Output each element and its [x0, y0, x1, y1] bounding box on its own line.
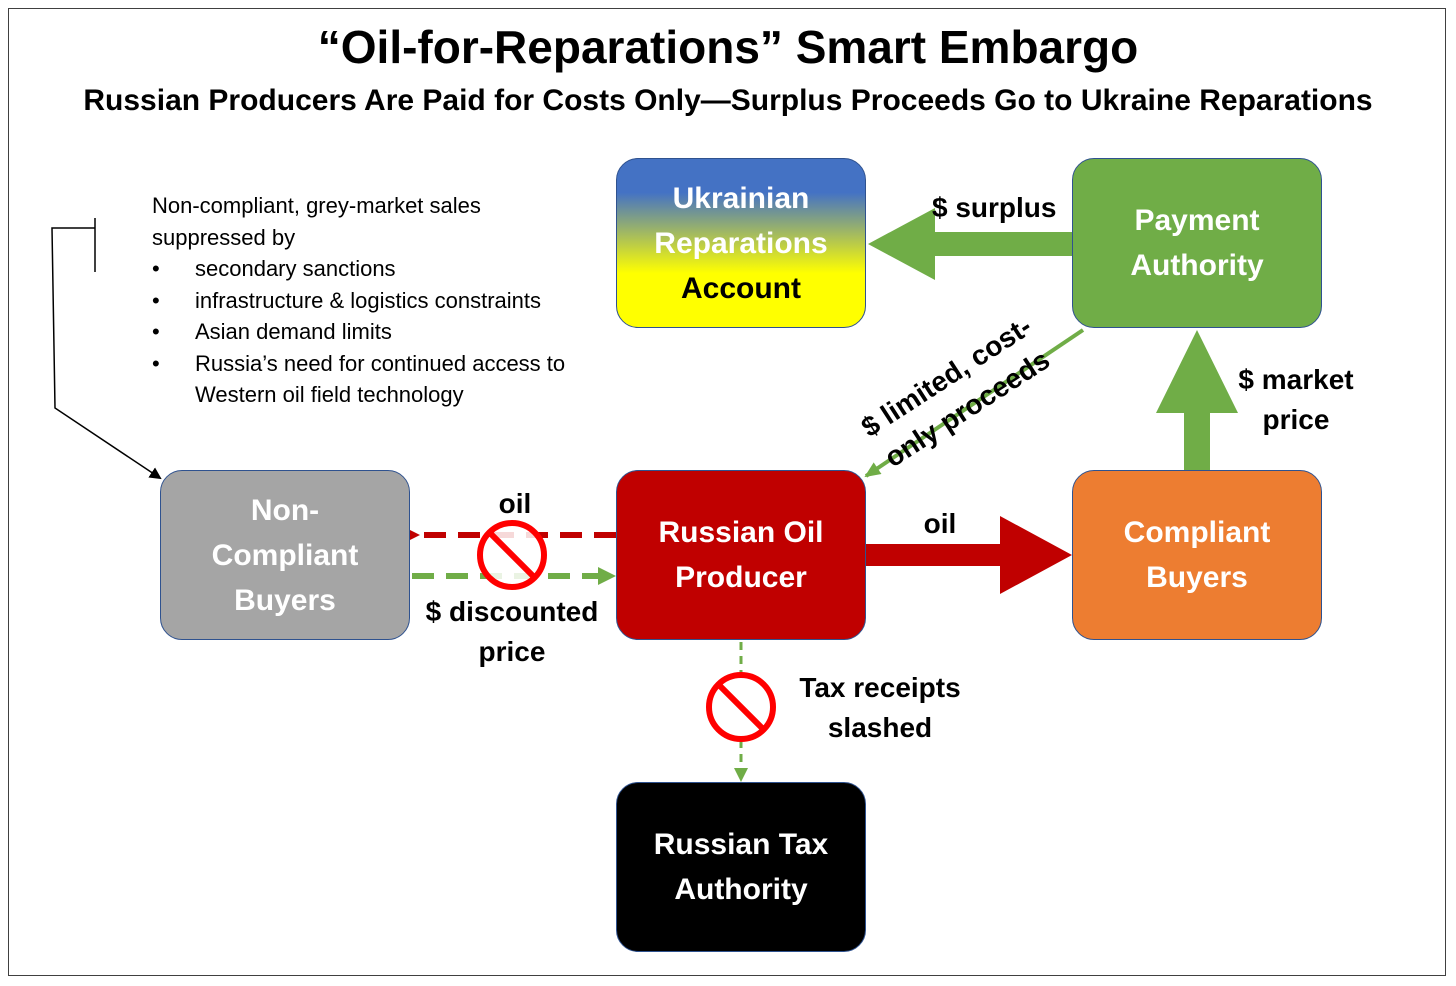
- tax-receipts-label: Tax receipts slashed: [790, 668, 970, 748]
- note-bullet: secondary sanctions: [152, 253, 565, 285]
- note-bullet-list: secondary sanctions infrastructure & log…: [152, 253, 565, 411]
- prohibited-icon: [706, 672, 776, 742]
- prohibited-icon: [477, 520, 547, 590]
- surplus-arrow: [868, 208, 1072, 280]
- payment-authority-node: Payment Authority: [1072, 158, 1322, 328]
- node-label: Russian Oil: [658, 516, 824, 549]
- note-bullet-continuation: Western oil field technology: [195, 382, 464, 407]
- note-bullet: Asian demand limits: [152, 316, 565, 348]
- russian-tax-authority-node: Russian Tax Authority: [616, 782, 866, 952]
- edge-label-line: Tax receipts: [799, 672, 961, 703]
- grey-market-note: Non-compliant, grey-market sales suppres…: [152, 190, 565, 411]
- ukrainian-reparations-account-node: Ukrainian Reparations Account: [616, 158, 866, 328]
- node-label: Account: [680, 271, 801, 305]
- node-label: Authority: [674, 873, 808, 906]
- node-label: Compliant: [211, 538, 359, 572]
- note-callout-connector: [51, 218, 162, 480]
- note-bullet: Russia’s need for continued access to: [152, 348, 565, 380]
- oil-to-compliant-label: oil: [923, 508, 957, 539]
- node-label: Ukrainian: [672, 181, 810, 215]
- edge-label-line: $ market: [1238, 364, 1354, 395]
- note-bullet: infrastructure & logistics constraints: [152, 285, 565, 317]
- edge-label-line: price: [1262, 404, 1330, 435]
- discounted-price-label: $ discounted price: [412, 592, 612, 672]
- node-label: Buyers: [1146, 561, 1248, 594]
- note-intro: Non-compliant, grey-market sales: [152, 193, 481, 218]
- oil-to-noncompliant-label: oil: [498, 488, 532, 519]
- surplus-label: $ surplus: [932, 192, 1057, 223]
- market-price-label: $ market price: [1226, 360, 1366, 440]
- diagram-frame: [8, 8, 1446, 976]
- russian-oil-producer-node: Russian Oil Producer: [616, 470, 866, 640]
- non-compliant-buyers-node: Non- Compliant Buyers: [160, 470, 410, 640]
- compliant-buyers-node: Compliant Buyers: [1072, 470, 1322, 640]
- note-intro: suppressed by: [152, 224, 296, 250]
- node-label: Authority: [1130, 249, 1264, 282]
- diagram-title: “Oil-for-Reparations” Smart Embargo: [317, 21, 1139, 73]
- node-label: Reparations: [654, 226, 828, 260]
- edge-label-line: slashed: [827, 712, 933, 743]
- edge-label-line: $ discounted: [425, 596, 599, 627]
- node-label: Payment: [1134, 204, 1260, 237]
- node-label: Non-: [250, 493, 320, 527]
- node-label: Buyers: [234, 583, 336, 617]
- node-label: Compliant: [1123, 516, 1271, 549]
- node-label: Producer: [675, 561, 807, 594]
- diagram-subtitle: Russian Producers Are Paid for Costs Onl…: [83, 84, 1373, 117]
- node-label: Russian Tax: [653, 828, 829, 861]
- edge-label-line: price: [478, 636, 546, 667]
- limited-proceeds-arrow: [864, 328, 1085, 478]
- market-price-arrow: [1156, 330, 1238, 470]
- oil-to-compliant-arrow: [866, 516, 1072, 594]
